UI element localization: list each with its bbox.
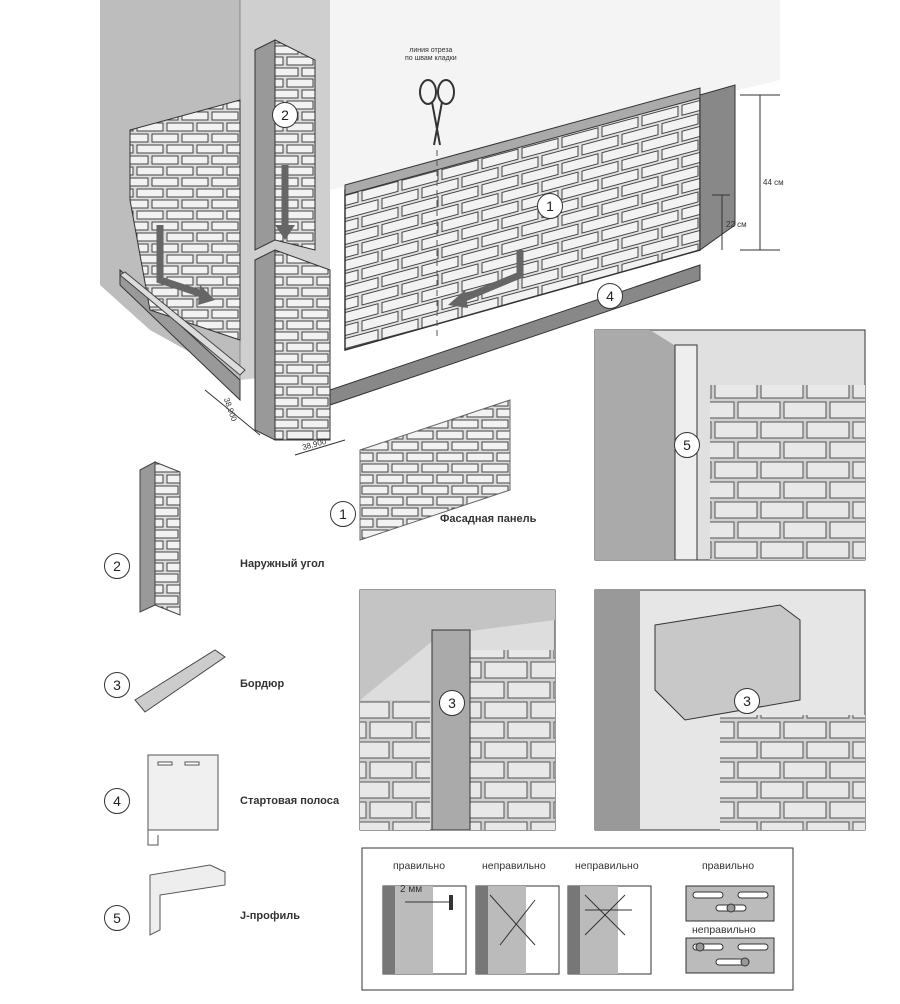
component-number-3: 3 (104, 672, 130, 698)
cut-line-label-line1: линия отреза (409, 47, 453, 54)
nail-incorrect-figure-1 (475, 885, 560, 975)
callout-1: 1 (537, 193, 563, 219)
inset-j-profile (594, 329, 866, 561)
starter-strip-thumbnail (147, 754, 219, 846)
slot-correct-label: правильно (702, 860, 755, 872)
outer-corner-thumbnail (139, 461, 181, 616)
callout-2: 2 (272, 102, 298, 128)
scissors-icon (419, 79, 455, 146)
component-number-4: 4 (104, 788, 130, 814)
nail-incorrect-label-2: неправильно (575, 860, 639, 872)
nail-incorrect-label-1: неправильно (482, 860, 546, 872)
component-number-2: 2 (104, 553, 130, 579)
nail-incorrect-figure-2 (567, 885, 652, 975)
component-label-j-profile: J-профиль (240, 910, 301, 922)
component-label-facade-panel: Фасадная панель (440, 513, 537, 525)
slot-correct-figure (685, 885, 775, 922)
dimension-44: 44 см (763, 178, 784, 187)
outer-corner-piece (254, 39, 331, 441)
nail-correct-figure (382, 885, 467, 975)
nail-correct-label: правильно (393, 860, 446, 872)
callout-4: 4 (597, 283, 623, 309)
gap-label: 2 мм (400, 884, 423, 895)
component-label-starter-strip: Стартовая полоса (240, 795, 340, 807)
inset-border-profile (594, 589, 866, 831)
component-label-outer-corner: Наружный угол (240, 558, 325, 570)
component-label-border: Бордюр (240, 678, 285, 690)
border-thumbnail (134, 649, 226, 713)
cut-line-label: линия отреза по швам кладки (405, 47, 457, 63)
dimension-lines (204, 94, 780, 456)
cut-line-label-line2: по швам кладки (405, 55, 457, 62)
nailing-guide (361, 847, 794, 991)
inset-callout-3b: 3 (734, 688, 760, 714)
component-number-5: 5 (104, 905, 130, 931)
dimension-22: 22 см (726, 220, 747, 229)
inset-callout-3a: 3 (439, 690, 465, 716)
component-number-1: 1 (330, 501, 356, 527)
slot-incorrect-label: неправильно (692, 924, 756, 936)
inset-callout-5: 5 (674, 432, 700, 458)
slot-incorrect-figure (685, 937, 775, 974)
j-profile-thumbnail (149, 864, 226, 936)
facade-panel-thumbnail (359, 399, 511, 541)
